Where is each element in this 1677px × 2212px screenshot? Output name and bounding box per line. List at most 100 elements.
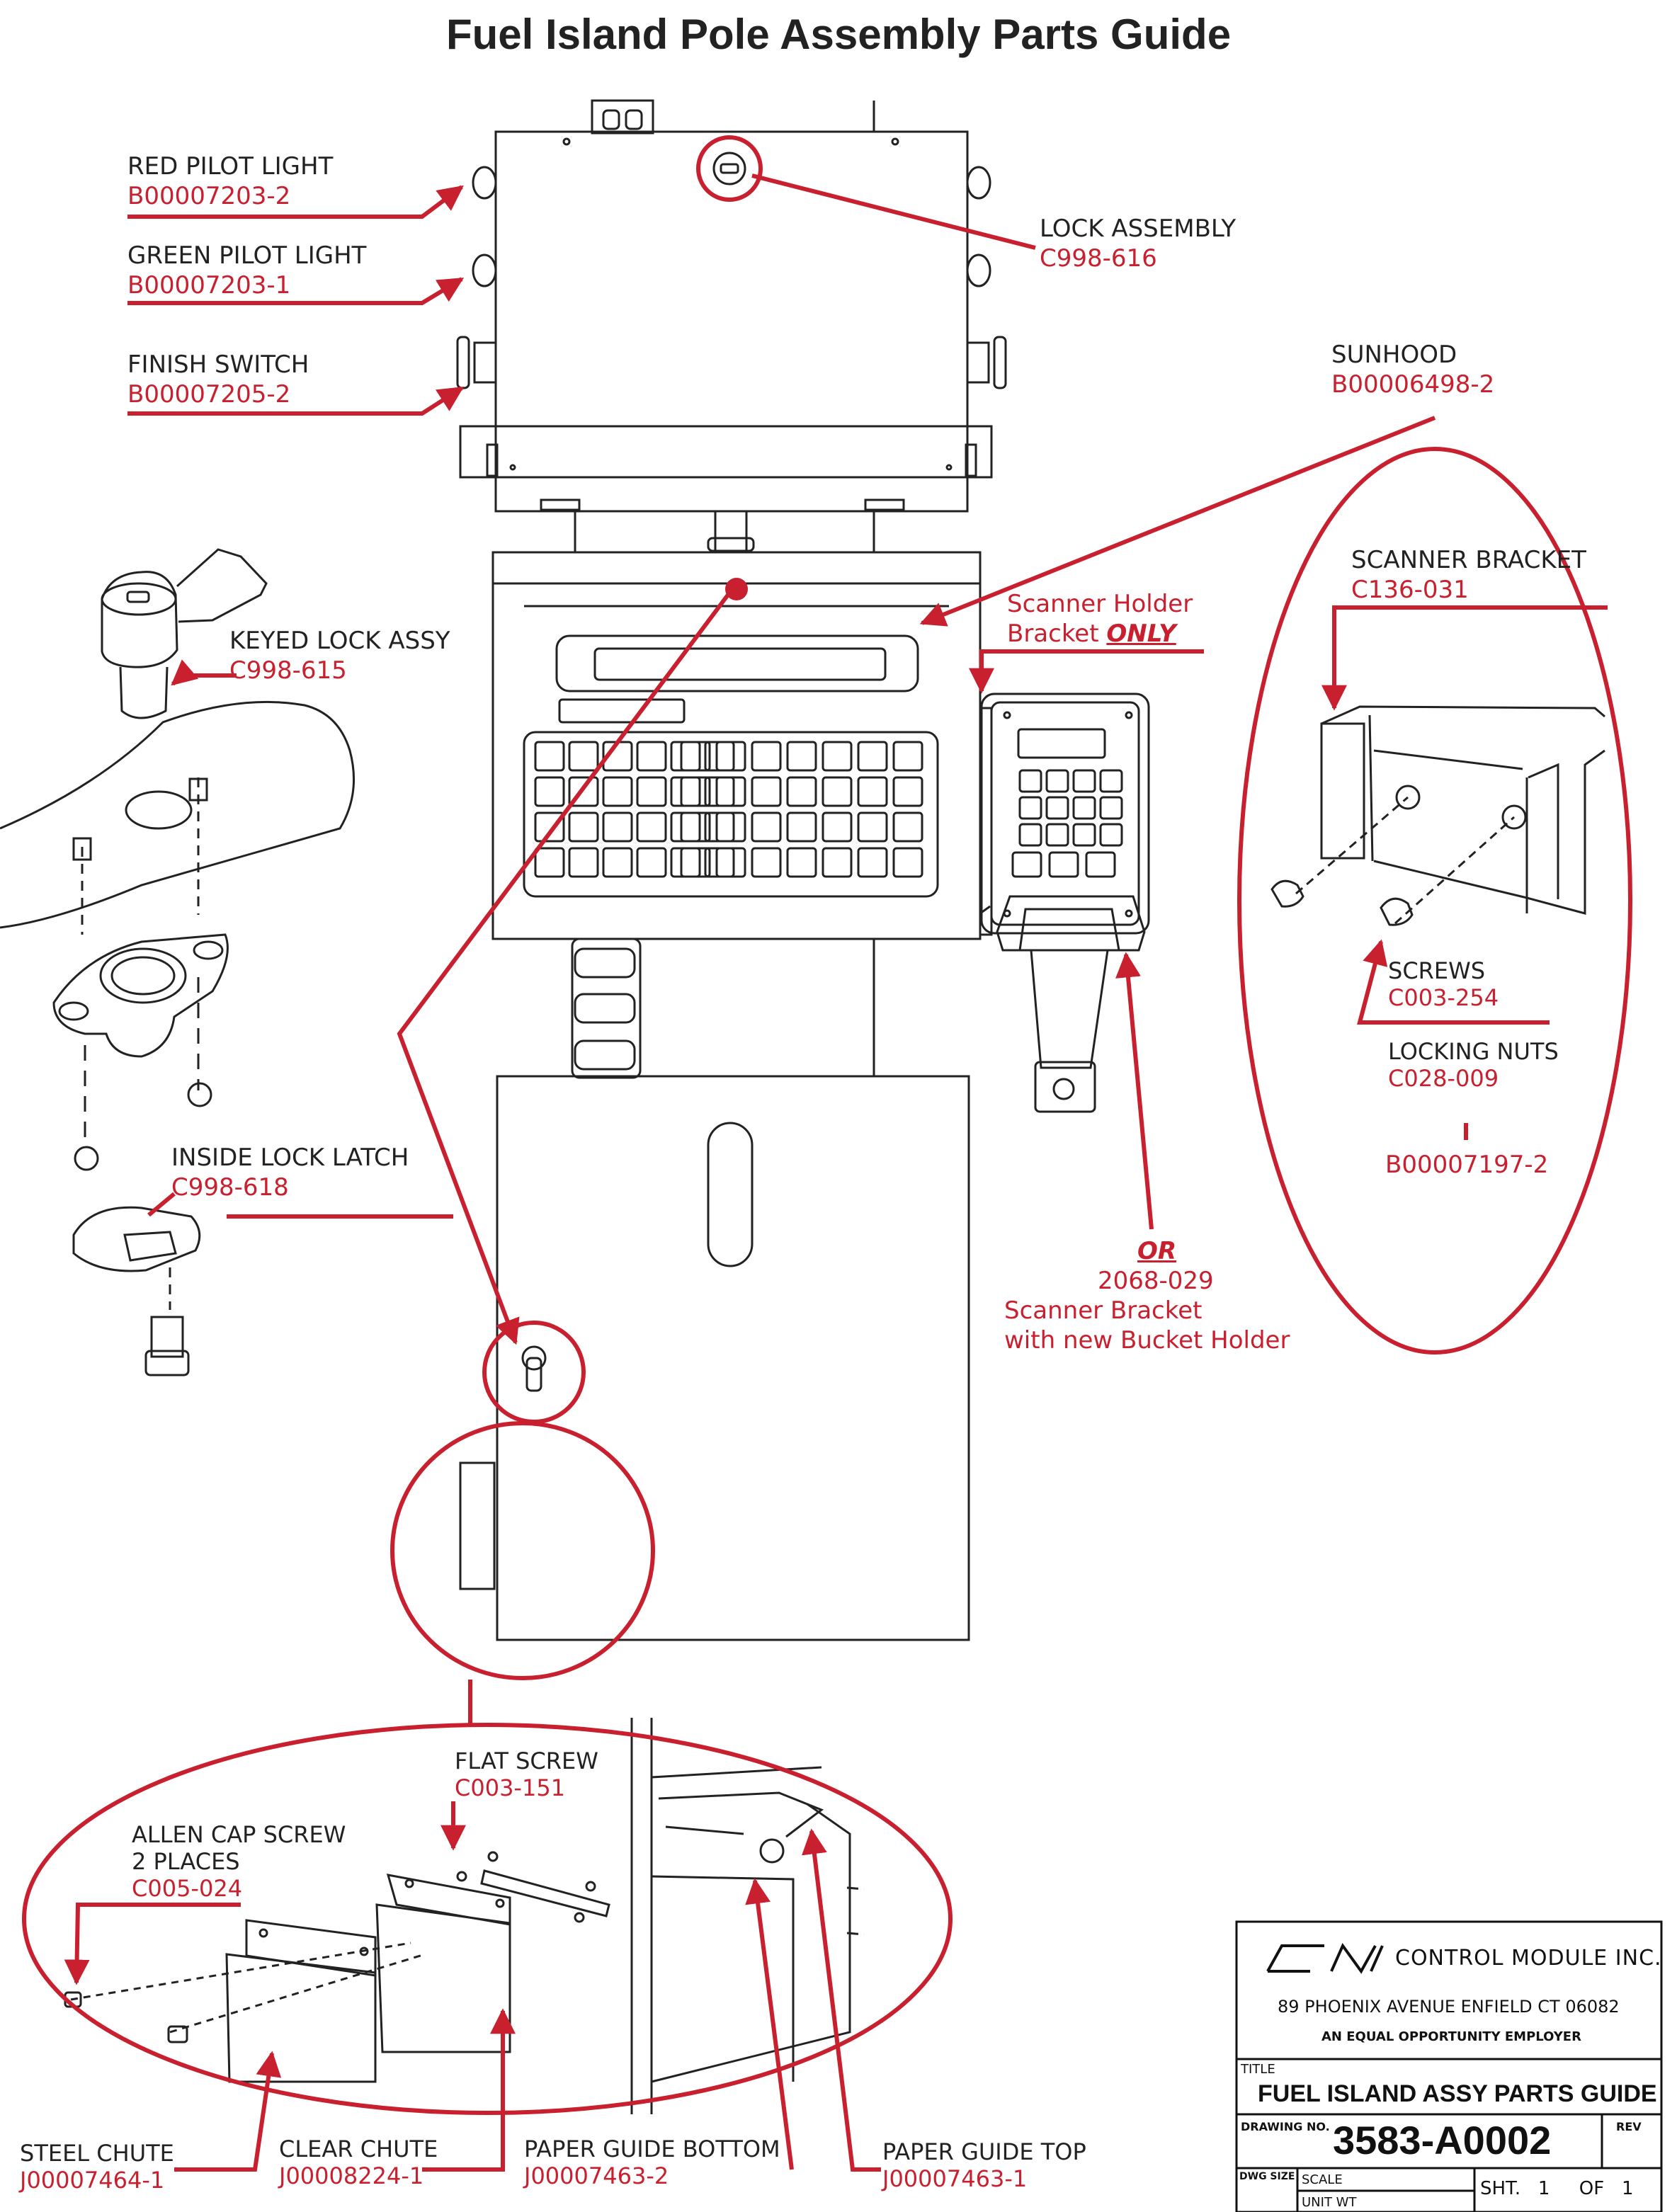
lock-exploded-drawing bbox=[0, 548, 356, 1376]
keypad-left-key bbox=[602, 847, 633, 878]
keypad-left-key bbox=[568, 811, 599, 843]
scanner-holder-label: Scanner Holder bbox=[1007, 590, 1193, 618]
locking-nuts-label: LOCKING NUTS bbox=[1388, 1038, 1559, 1065]
keypad-right-key bbox=[822, 847, 853, 878]
locking-nuts-part: C028-009 bbox=[1388, 1065, 1499, 1092]
keypad-right-key bbox=[857, 847, 888, 878]
paper-guide-top-part: J00007463-1 bbox=[882, 2165, 1028, 2192]
allen-cap-qty: 2 PLACES bbox=[132, 1848, 240, 1875]
or-label: OR bbox=[1137, 1237, 1177, 1265]
keypad-left2-key bbox=[636, 847, 667, 878]
scanner-bracket-part: C136-031 bbox=[1351, 576, 1469, 604]
scanner-holder-prefix: Bracket bbox=[1007, 620, 1107, 648]
scanner-key bbox=[1045, 796, 1069, 820]
rev-label: REV bbox=[1616, 2120, 1642, 2133]
keypad-left-key bbox=[568, 847, 599, 878]
scanner-key bbox=[1045, 769, 1069, 793]
keypad-left-key bbox=[534, 741, 565, 772]
sunhood-marker-dot bbox=[725, 578, 748, 600]
drawing-no-label: DRAWING NO. bbox=[1241, 2120, 1330, 2133]
page-title: Fuel Island Pole Assembly Parts Guide bbox=[445, 11, 1232, 58]
keypad-left-key bbox=[534, 811, 565, 843]
scale-label: SCALE bbox=[1302, 2172, 1343, 2187]
paper-guide-bottom-part: J00007463-2 bbox=[524, 2162, 669, 2189]
keypad-right-key bbox=[786, 741, 817, 772]
inside-latch-part: C998-618 bbox=[171, 1173, 289, 1202]
keypad-right-key bbox=[715, 741, 746, 772]
scanner-drawing bbox=[979, 692, 1150, 1113]
keypad-right-key bbox=[751, 741, 782, 772]
keypad-left-key bbox=[534, 847, 565, 878]
keypad-right-key bbox=[786, 847, 817, 878]
chute-drawing bbox=[64, 1718, 865, 2114]
scanner-holder-only: ONLY bbox=[1106, 620, 1176, 648]
keypad-left2-key bbox=[670, 741, 701, 772]
scanner-key bbox=[1072, 823, 1096, 847]
keypad-right-key bbox=[892, 847, 923, 878]
scanner-keys bbox=[1011, 769, 1123, 878]
scanner-bracket-drawing bbox=[1270, 705, 1605, 926]
steel-chute-part: J00007464-1 bbox=[20, 2167, 165, 2194]
sunhood-label: SUNHOOD bbox=[1331, 341, 1457, 369]
keypad-left2-key bbox=[636, 741, 667, 772]
keypad-left-key bbox=[568, 741, 599, 772]
keypad-left2-key bbox=[670, 847, 701, 878]
keypad-keys bbox=[534, 741, 923, 878]
green-pilot-light-label: GREEN PILOT LIGHT bbox=[127, 241, 367, 270]
keypad-right-key bbox=[822, 811, 853, 843]
drawing-number: 3583-A0002 bbox=[1333, 2118, 1552, 2162]
steel-chute-label: STEEL CHUTE bbox=[20, 2140, 174, 2167]
scanner-bracket-label: SCANNER BRACKET bbox=[1351, 546, 1586, 574]
keypad-left2-key bbox=[636, 776, 667, 807]
allen-cap-label: ALLEN CAP SCREW bbox=[132, 1821, 346, 1848]
sunhood-part: B00006498-2 bbox=[1331, 370, 1495, 399]
scanner-key bbox=[1072, 769, 1096, 793]
keyed-lock-label: KEYED LOCK ASSY bbox=[229, 627, 450, 655]
alt-bracket-line2: with new Bucket Holder bbox=[1004, 1326, 1290, 1355]
scanner-key bbox=[1099, 796, 1123, 820]
keypad-left-key bbox=[568, 776, 599, 807]
keypad-right-key bbox=[892, 741, 923, 772]
screws-part: C003-254 bbox=[1388, 984, 1499, 1011]
red-pilot-light-label: RED PILOT LIGHT bbox=[127, 152, 334, 181]
scanner-key bbox=[1018, 796, 1042, 820]
highlight-circles bbox=[22, 135, 1632, 2115]
flat-screw-part: C003-151 bbox=[455, 1774, 566, 1801]
keypad-left2-key bbox=[636, 811, 667, 843]
keypad-right-key bbox=[715, 776, 746, 807]
keypad-right-key bbox=[822, 776, 853, 807]
alt-bracket-line1: Scanner Bracket bbox=[1004, 1296, 1203, 1325]
paper-guide-top-label: PAPER GUIDE TOP bbox=[882, 2138, 1086, 2165]
keypad-right-key bbox=[751, 847, 782, 878]
green-pilot-light-part: B00007203-1 bbox=[127, 271, 291, 300]
dwg-size-label: DWG SIZE bbox=[1239, 2171, 1295, 2182]
clear-chute-label: CLEAR CHUTE bbox=[279, 2136, 438, 2162]
keypad-left-key bbox=[534, 776, 565, 807]
keypad-left2-key bbox=[670, 776, 701, 807]
title-label: TITLE bbox=[1241, 2062, 1275, 2077]
scanner-key bbox=[1018, 823, 1042, 847]
finish-switch-part: B00007205-2 bbox=[127, 380, 291, 409]
alt-bracket-part: 2068-029 bbox=[1098, 1267, 1214, 1295]
keypad-left-key bbox=[602, 811, 633, 843]
pole-assembly-drawing bbox=[456, 99, 1007, 1641]
keyed-lock-part: C998-615 bbox=[229, 656, 347, 685]
keypad-left2-key bbox=[670, 811, 701, 843]
drawing-title: FUEL ISLAND ASSY PARTS GUIDE bbox=[1258, 2080, 1657, 2107]
finish-switch-label: FINISH SWITCH bbox=[127, 350, 309, 379]
eoe-text: AN EQUAL OPPORTUNITY EMPLOYER bbox=[1321, 2029, 1581, 2044]
keypad-right-key bbox=[715, 847, 746, 878]
screws-label: SCREWS bbox=[1388, 957, 1486, 984]
inside-latch-label: INSIDE LOCK LATCH bbox=[171, 1144, 409, 1172]
scanner-bottom-key bbox=[1085, 851, 1116, 878]
allen-cap-part: C005-024 bbox=[132, 1875, 243, 1902]
scanner-bottom-key bbox=[1048, 851, 1079, 878]
bracket-kit-part: B00007197-2 bbox=[1385, 1151, 1549, 1179]
scanner-key bbox=[1045, 823, 1069, 847]
keypad-right-key bbox=[715, 811, 746, 843]
scanner-bottom-key bbox=[1011, 851, 1042, 878]
keypad-right-key bbox=[751, 776, 782, 807]
scanner-key bbox=[1099, 769, 1123, 793]
scanner-key bbox=[1018, 769, 1042, 793]
